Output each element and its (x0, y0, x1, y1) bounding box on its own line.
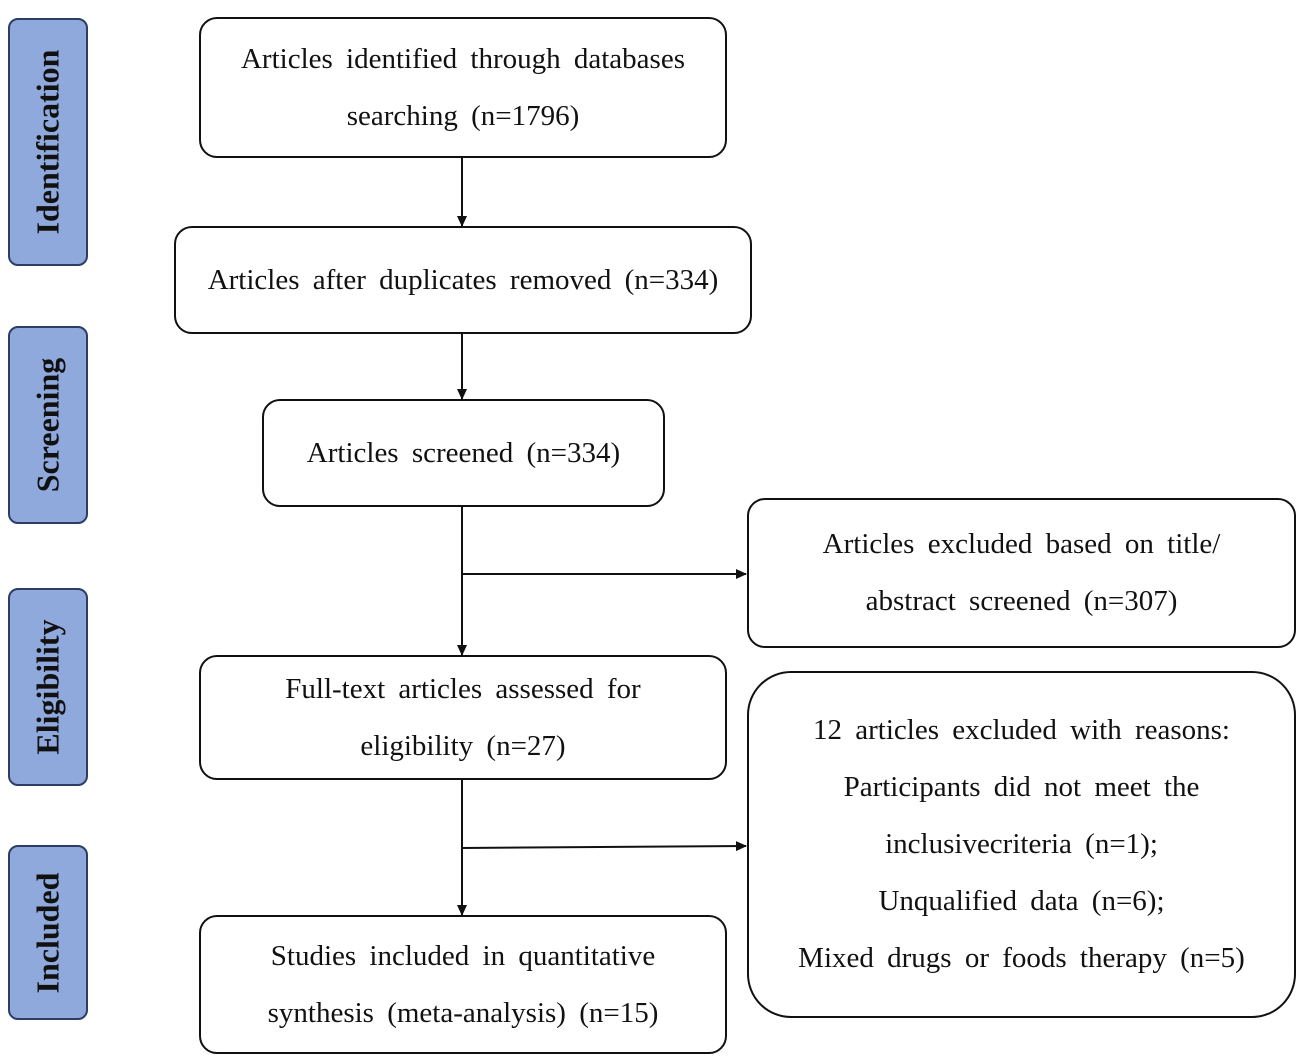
box-text-line: abstract screened (n=307) (865, 585, 1178, 617)
box-text-line: Full-text articles assessed for (285, 672, 641, 705)
box-duplicates-removed: Articles after duplicates removed (n=334… (174, 226, 752, 334)
box-text-line: Mixed drugs or foods therapy (n=5) (798, 942, 1245, 974)
box-text-line: synthesis (meta-analysis) (n=15) (267, 996, 659, 1029)
box-text-line: Articles excluded based on title/ (822, 528, 1221, 560)
box-text-line: searching (n=1796) (346, 99, 580, 132)
box-text-line: Articles screened (n=334) (306, 436, 621, 469)
box-text-line: Unqualified data (n=6); (878, 885, 1165, 917)
box-full-text-assessed: Full-text articles assessed for eligibil… (199, 655, 727, 780)
box-text-line: Participants did not meet the (843, 771, 1200, 803)
stage-eligibility: Eligibility (8, 588, 88, 786)
box-text-line: inclusivecriteria (n=1); (885, 828, 1158, 860)
box-articles-screened: Articles screened (n=334) (262, 399, 665, 507)
arrow-fulltext-to-excluded-reasons (461, 841, 747, 852)
box-text-line: Articles identified through databases (240, 42, 685, 75)
box-excluded-with-reasons: 12 articles excluded with reasons: Parti… (747, 671, 1296, 1018)
box-excluded-title-abstract: Articles excluded based on title/ abstra… (747, 498, 1296, 648)
box-text-line: Studies included in quantitative (270, 939, 656, 972)
box-studies-included: Studies included in quantitative synthes… (199, 915, 727, 1054)
box-text-line: 12 articles excluded with reasons: (813, 714, 1230, 746)
stage-screening: Screening (8, 326, 88, 524)
box-text-line: eligibility (n=27) (360, 729, 566, 762)
box-text-line: Articles after duplicates removed (n=334… (207, 263, 719, 296)
stage-identification: Identification (8, 18, 88, 266)
stage-included: Included (8, 845, 88, 1020)
box-articles-identified: Articles identified through databases se… (199, 17, 727, 158)
